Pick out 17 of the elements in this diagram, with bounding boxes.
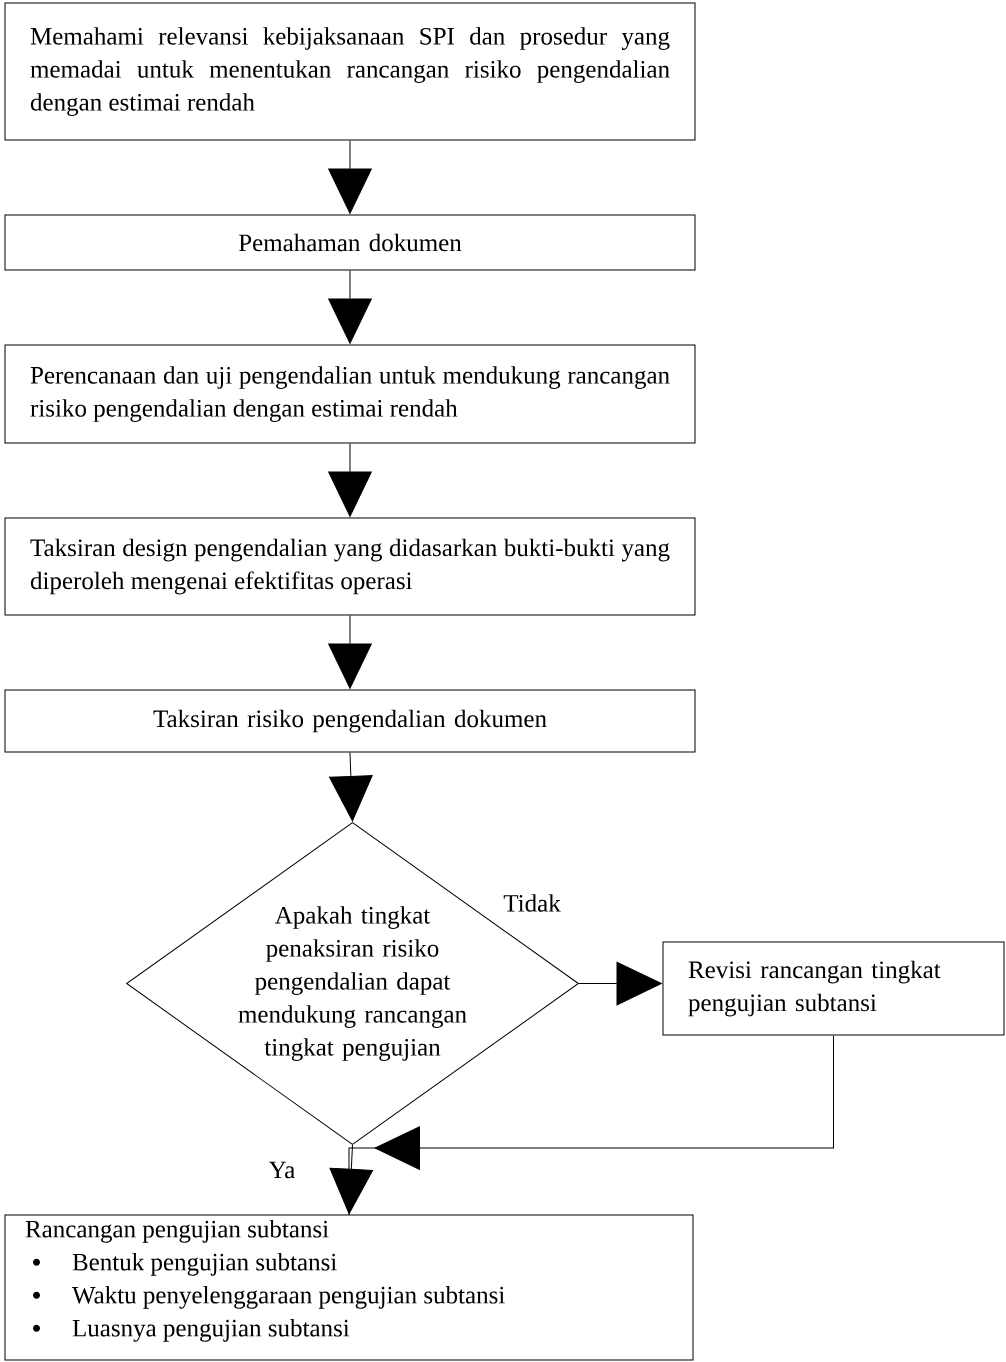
process-box: Memahami relevansi kebijaksanaan SPI dan prosedur yang memadai untuk menentukan rancangan risiko pengendalian dengan estimai rendah [4,2,696,141]
arrow [348,1035,834,1216]
arrow [328,443,372,517]
process-box: Pemahaman dokumen [4,214,696,271]
arrow [328,615,372,689]
process-box: Perencanaan dan uji pengendalian untuk mendukung rancangan risiko pengendalian dengan estimai rendah [4,344,696,444]
process-box: Taksiran design pengendalian yang didasarkan bukti-bukti yang diperoleh mengenai efektifitas operasi [4,517,696,616]
edge-label: Ya [267,1160,297,1180]
process-box: Revisi rancangan tingkat pengujian subtansi [662,941,1005,1036]
arrow [578,961,662,1006]
arrow [328,270,372,344]
arrow [329,752,373,822]
process-box: Rancangan pengujian subtansi Bentuk pengujian subtansi Waktu penyelenggaraan pengujian subtansi Luasnya pengujian subtansi [4,1214,694,1361]
arrow [328,140,372,214]
arrow [329,1144,374,1215]
edge-label: Tidak [502,893,562,913]
process-box: Taksiran risiko pengendalian dokumen [4,689,696,753]
